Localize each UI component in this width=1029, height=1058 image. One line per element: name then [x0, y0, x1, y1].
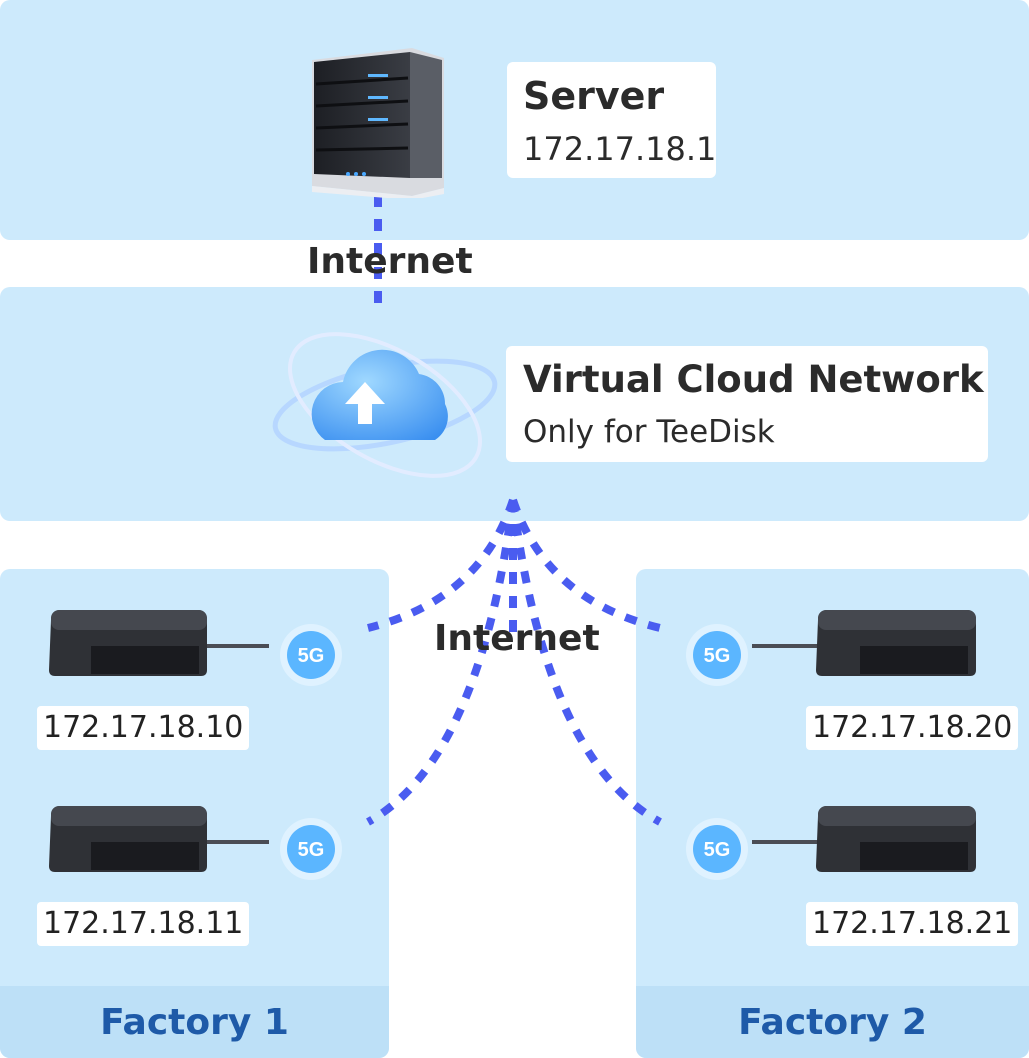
server-title: Server — [523, 74, 665, 118]
internet-label-top: Internet — [307, 241, 473, 282]
5g-badge-text: 5G — [298, 645, 325, 667]
5g-icon: 5G — [686, 624, 748, 686]
router-device-icon — [49, 610, 269, 676]
internet-label-bottom: Internet — [434, 618, 600, 659]
5g-badge-text: 5G — [704, 839, 731, 861]
server-ip: 172.17.18.1 — [523, 130, 717, 168]
device-ip: 172.17.18.10 — [37, 706, 250, 750]
cloud-upload-icon — [272, 332, 498, 478]
5g-badge-text: 5G — [704, 645, 731, 667]
cloud-subtitle: Only for TeeDisk — [523, 414, 775, 450]
link-device-20 — [509, 498, 661, 632]
factory-2-label: Factory 2 — [636, 986, 1029, 1058]
5g-badge-text: 5G — [298, 839, 325, 861]
device-ip: 172.17.18.21 — [806, 902, 1019, 946]
device-ip: 172.17.18.20 — [806, 706, 1019, 750]
router-device-icon — [752, 610, 976, 676]
cloud-title: Virtual Cloud Network — [523, 358, 984, 401]
server-label-box — [507, 62, 716, 178]
link-device-10 — [367, 498, 517, 632]
router-device-icon — [752, 806, 976, 872]
5g-icon: 5G — [686, 818, 748, 880]
router-device-icon — [49, 806, 269, 872]
5g-icon: 5G — [280, 818, 342, 880]
server-icon — [312, 48, 444, 198]
cloud-label-box — [506, 346, 988, 462]
link-device-21 — [509, 499, 662, 826]
factory-1-label: Factory 1 — [0, 986, 389, 1058]
device-ip: 172.17.18.11 — [37, 902, 250, 946]
5g-icon: 5G — [280, 624, 342, 686]
link-device-11 — [366, 499, 517, 826]
